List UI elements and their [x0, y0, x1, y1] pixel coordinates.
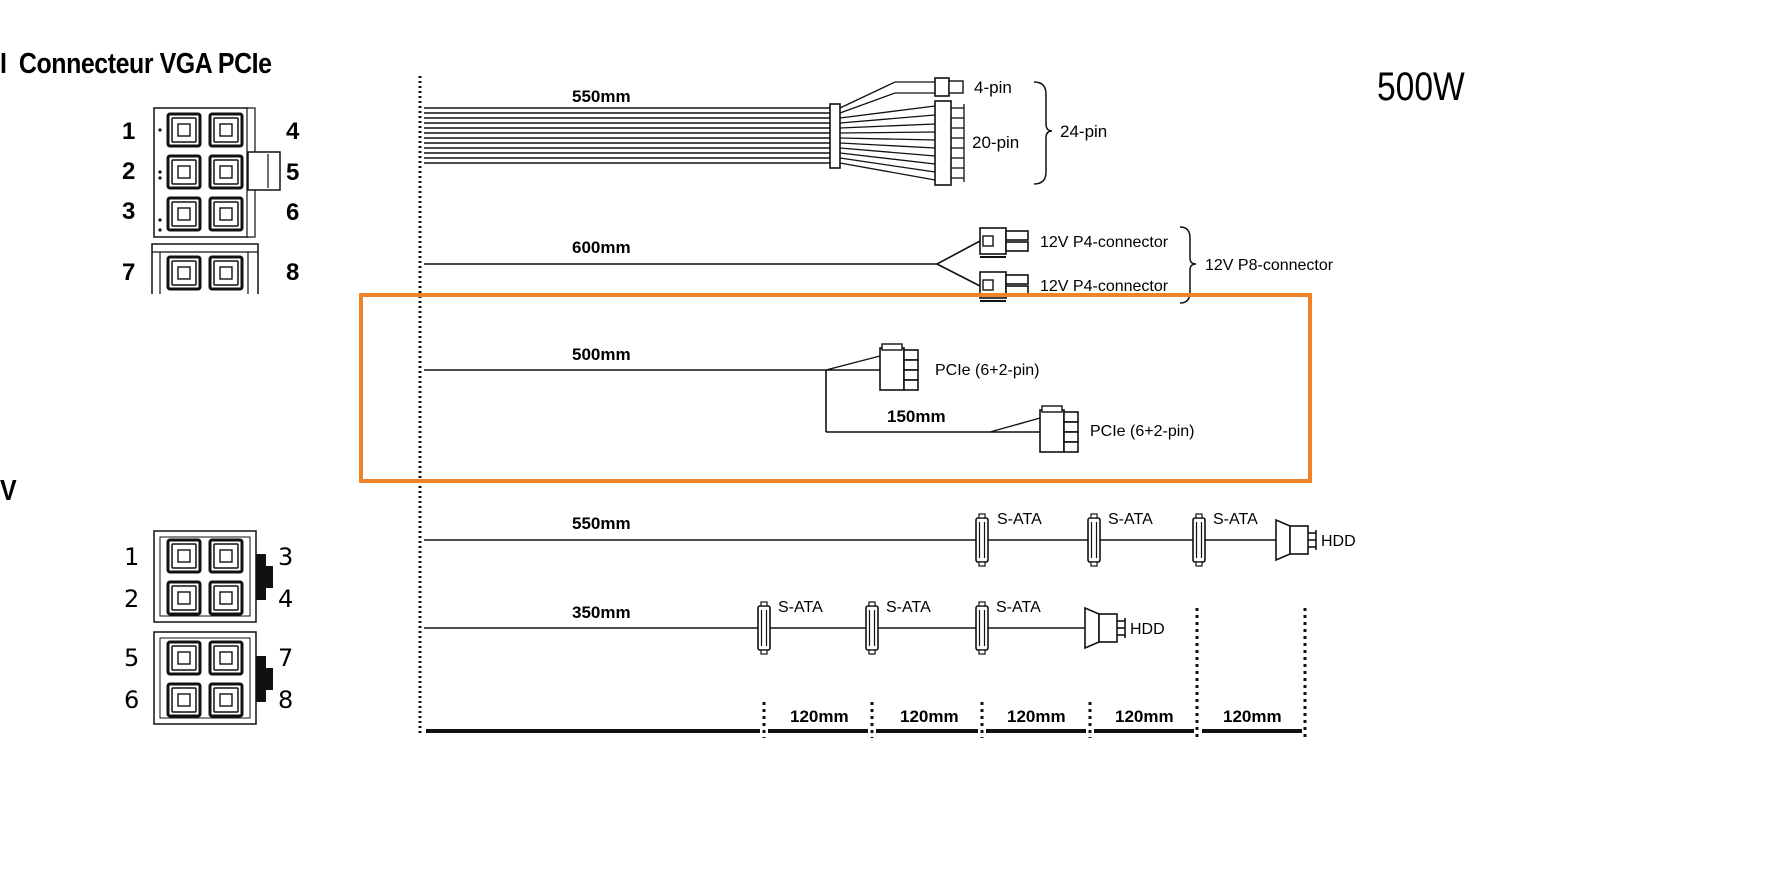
sata1-plug-b	[1087, 513, 1101, 567]
sata1-molex	[1275, 519, 1317, 561]
spacing-segment-1: 120mm	[790, 707, 849, 726]
sata1-length: 550mm	[572, 514, 631, 533]
cpu-pin-6: 6	[124, 686, 139, 714]
sata2-hdd-label: HDD	[1130, 621, 1165, 638]
pcie-cable-length: 500mm	[572, 345, 631, 364]
section-marker-pcie: I	[0, 47, 6, 79]
section-title-pcie: Connecteur VGA PCIe	[19, 47, 272, 79]
cpu-pin-5: 5	[124, 644, 139, 672]
sata1-label-a: S-ATA	[997, 511, 1042, 528]
pcie-pin-8: 8	[286, 259, 299, 286]
pcie-pin-7: 7	[122, 259, 135, 286]
sata1-label-c: S-ATA	[1213, 511, 1258, 528]
sata2-label-b: S-ATA	[886, 599, 931, 616]
pcie-pin-1: 1	[122, 118, 135, 145]
eps-p4-plug-a	[979, 227, 1029, 258]
eps-cable-length: 600mm	[572, 238, 631, 257]
sata2-label-c: S-ATA	[996, 599, 1041, 616]
cpu-pin-1: 1	[124, 543, 139, 571]
atx-cable: 550mm 4-pin 20-pin 24-pin	[424, 77, 1107, 186]
cpu-pinout-diagram: 1 2 3 4 5 6 7 8	[124, 530, 293, 725]
spacing-segment-4: 120mm	[1115, 707, 1174, 726]
sata2-length: 350mm	[572, 603, 631, 622]
cpu-pin-7: 7	[278, 644, 293, 672]
eps-p4-label-b: 12V P4-connector	[1040, 278, 1169, 295]
cpu-pin-4: 4	[278, 585, 293, 613]
eps-cable: 600mm 12V P4-connector 12V P4-connector …	[424, 226, 1334, 304]
pcie-pin-6: 6	[286, 199, 299, 226]
sata1-hdd-label: HDD	[1321, 533, 1356, 550]
atx-cable-clamp	[829, 103, 841, 169]
cpu-pin-3: 3	[278, 543, 293, 571]
section-marker-cpu: V	[0, 474, 17, 506]
atx-4pin-label: 4-pin	[974, 78, 1012, 97]
sata1-label-b: S-ATA	[1108, 511, 1153, 528]
sata2-plug-a	[757, 601, 771, 655]
cpu-latch-lower	[256, 656, 273, 702]
eps-brace	[1179, 226, 1197, 304]
cpu-pin-8: 8	[278, 686, 293, 714]
sata-cable-1: 550mm S-ATA S-ATA S-ATA HDD	[424, 511, 1356, 567]
spacing-segment-5: 120mm	[1223, 707, 1282, 726]
eps-p8-label: 12V P8-connector	[1205, 257, 1334, 274]
atx-24pin-label: 24-pin	[1060, 122, 1107, 141]
atx-cable-length: 550mm	[572, 87, 631, 106]
spacing-scale: 120mm 120mm 120mm 120mm 120mm	[426, 608, 1307, 738]
pcie-plug-b	[1039, 405, 1079, 453]
pcie-pin-5: 5	[286, 159, 299, 186]
highlight-box	[359, 293, 1312, 483]
atx-20pin-plug	[934, 100, 952, 186]
atx-4pin-plug	[934, 77, 950, 97]
sata-cable-2: 350mm S-ATA S-ATA S-ATA HDD	[424, 599, 1165, 655]
sata1-plug-c	[1192, 513, 1206, 567]
atx-brace	[1033, 81, 1053, 185]
wattage-label: 500W	[1377, 64, 1465, 108]
pcie-pin-3: 3	[122, 198, 135, 225]
atx-20pin-label: 20-pin	[972, 133, 1019, 152]
sata2-label-a: S-ATA	[778, 599, 823, 616]
pcie-plug-a-label: PCIe (6+2-pin)	[935, 362, 1040, 379]
pcie-plug-b-label: PCIe (6+2-pin)	[1090, 423, 1195, 440]
pcie-branch-length: 150mm	[887, 407, 946, 426]
spacing-segment-2: 120mm	[900, 707, 959, 726]
cpu-latch-upper	[256, 554, 273, 600]
sata1-plug-a	[975, 513, 989, 567]
pcie-plug-a	[879, 343, 919, 391]
pcie-pinout-diagram: 1 2 3 4 5 6 7 8	[122, 107, 300, 294]
pcie-pin-4: 4	[286, 118, 300, 145]
spacing-segment-3: 120mm	[1007, 707, 1066, 726]
pcie-pin-2: 2	[122, 158, 135, 185]
sata2-plug-c	[975, 601, 989, 655]
sata2-molex	[1084, 607, 1126, 649]
sata2-plug-b	[865, 601, 879, 655]
pcie-latch	[247, 151, 281, 191]
pcie-cable: 500mm PCIe (6+2-pin) 150mm PCIe (6+2-pin…	[424, 343, 1195, 453]
eps-p4-label-a: 12V P4-connector	[1040, 234, 1169, 251]
cpu-pin-2: 2	[124, 585, 139, 613]
